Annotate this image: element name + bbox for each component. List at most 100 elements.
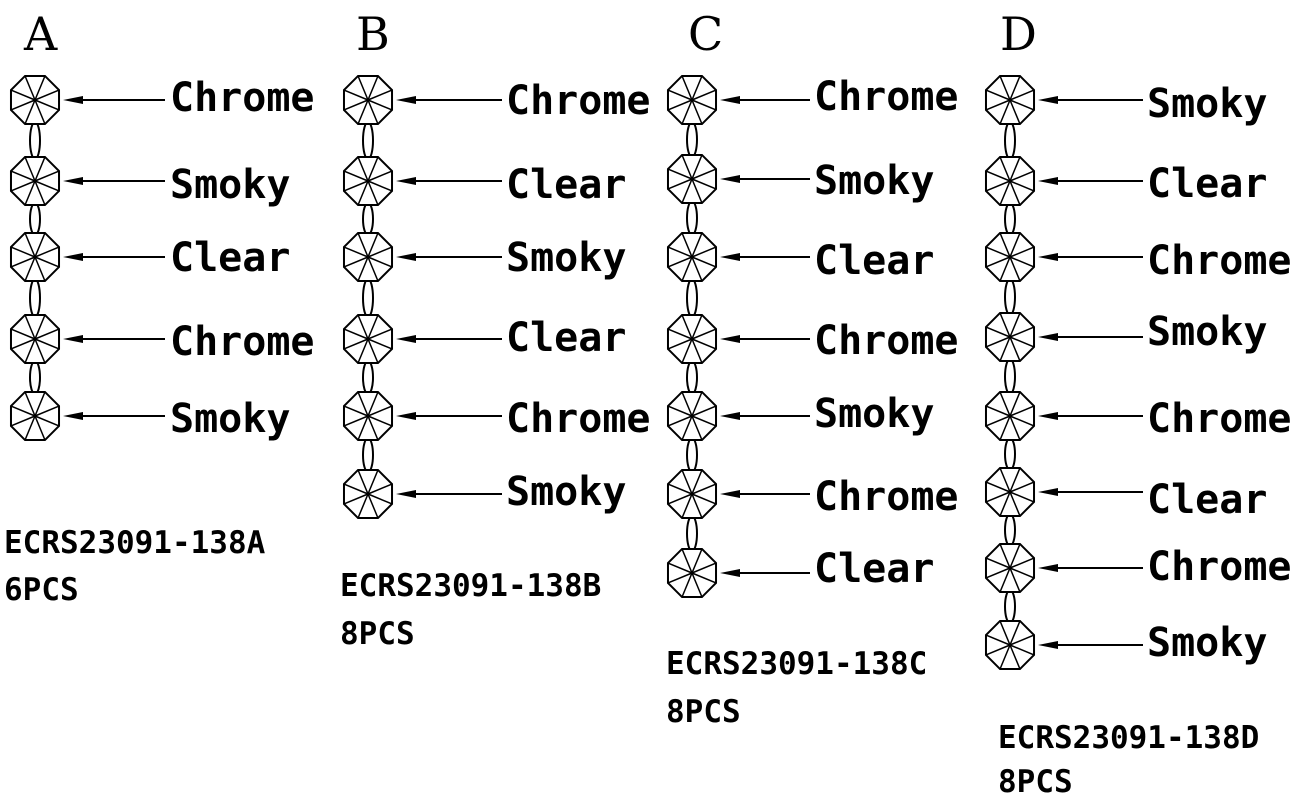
octagon-bead-icon [666,390,718,442]
arrowhead-icon [396,253,416,261]
bead-facet [343,328,369,340]
bead-facet [10,170,36,182]
bead-facet [357,338,369,364]
bead-facet [367,469,379,495]
bead-facet [34,170,60,182]
bead-facet [691,75,703,101]
bead-facet [999,99,1011,125]
bead-facet [667,99,693,111]
bead-facet [34,180,46,206]
bead-facet [1009,644,1021,670]
octagon-bead-icon [666,74,718,126]
bead-facet [691,572,703,598]
bead-facet [10,89,36,101]
octagon-bead-icon [984,619,1036,671]
bead-facet [691,99,703,125]
bead-facet [343,89,369,101]
octagon-bead-icon [984,155,1036,207]
bead-facet [999,543,1011,569]
bead-facet [1009,180,1035,192]
arrowhead-icon [63,335,83,343]
arrowhead-icon [720,490,740,498]
bead-facet [691,256,703,282]
bead-facet [667,246,693,258]
piece-count: 6PCS [4,572,79,608]
octagon-bead-icon [984,390,1036,442]
bead-facet [667,328,693,340]
arrowhead-icon [1038,641,1058,649]
bead-facet [691,154,703,180]
octagon-bead-icon [984,542,1036,594]
bead-color-label: Smoky [170,396,290,442]
bead-color-label: Smoky [506,235,626,281]
bead-color-label: Chrome [170,75,315,121]
bead-facet [34,256,46,282]
bead-facet [357,493,369,519]
bead-facet [667,89,693,101]
bead-facet [367,493,379,519]
bead-facet [1009,644,1035,656]
bead-facet [999,156,1011,182]
arrowhead-icon [396,177,416,185]
bead-facet [681,99,693,125]
bead-facet [1009,89,1035,101]
bead-facet [1009,567,1035,579]
bead-facet [1009,180,1021,206]
octagon-bead-icon [9,155,61,207]
bead-facet [691,168,717,180]
bead-facet [691,338,703,364]
bead-facet [10,180,36,192]
bead-facet [10,99,36,111]
bead-facet [985,256,1011,268]
bead-color-label: Smoky [506,469,626,515]
bead-facet [343,256,369,268]
bead-facet [10,338,36,350]
bead-facet [367,156,379,182]
bead-facet [681,338,693,364]
bead-facet [343,415,369,427]
bead-facet [367,314,379,340]
bead-color-label: Smoky [1147,309,1267,355]
chain-link [29,202,41,236]
bead-facet [985,634,1011,646]
bead-color-label: Clear [814,238,934,284]
bead-color-label: Chrome [814,474,959,520]
bead-color-label: Clear [506,162,626,208]
bead-facet [999,467,1011,493]
bead-facet [357,232,369,258]
bead-facet [985,405,1011,417]
bead-facet [999,567,1011,593]
bead-facet [691,415,703,441]
bead-color-label: Smoky [814,391,934,437]
chain-link [362,278,374,318]
bead-facet [667,256,693,268]
bead-facet [999,180,1011,206]
bead-color-label: Clear [506,315,626,361]
bead-facet [34,405,60,417]
bead-facet [681,572,693,598]
bead-facet [343,405,369,417]
bead-facet [343,493,369,505]
bead-facet [34,89,60,101]
arrowhead-icon [63,177,83,185]
bead-facet [1009,481,1035,493]
bead-facet [691,469,703,495]
bead-facet [24,314,36,340]
bead-facet [24,180,36,206]
bead-facet [34,338,46,364]
bead-color-label: Chrome [506,396,651,442]
octagon-bead-icon [342,313,394,365]
bead-facet [343,180,369,192]
bead-facet [34,156,46,182]
bead-facet [34,180,60,192]
octagon-bead-icon [666,547,718,599]
bead-facet [985,644,1011,656]
arrowhead-icon [1038,488,1058,496]
bead-facet [691,415,717,427]
bead-facet [681,548,693,574]
bead-facet [691,391,703,417]
bead-facet [367,391,379,417]
bead-facet [343,170,369,182]
bead-facet [1009,336,1035,348]
bead-facet [1009,256,1021,282]
